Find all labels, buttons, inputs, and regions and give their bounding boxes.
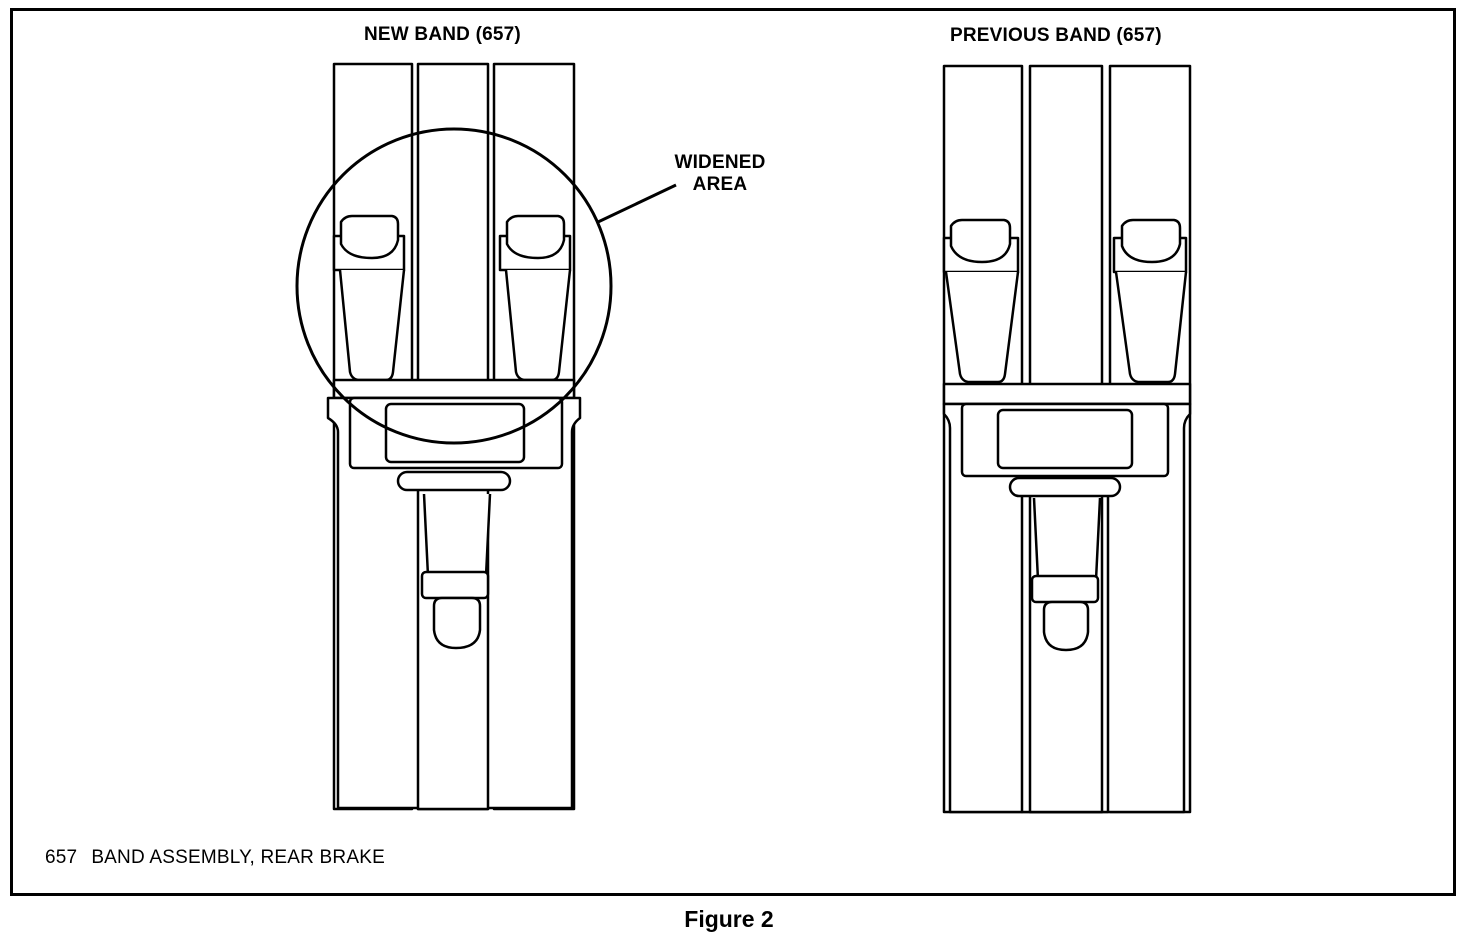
legend-part-name: BAND ASSEMBLY, REAR BRAKE [91,847,385,868]
figure-caption: Figure 2 [0,908,1472,931]
prev-band-lower-bar [1008,476,1122,498]
previous-band-drawing [942,64,1192,814]
new-band-left-lug [332,214,406,382]
prev-band-crossbar [942,382,1192,406]
prev-band-left-lug [942,218,1020,384]
new-band-plate [384,402,526,464]
callout-line-2: AREA [692,174,748,195]
prev-band-lower-lug [1030,497,1102,652]
widened-area-callout: WIDENED AREA [658,152,782,196]
new-band-drawing [295,62,677,811]
part-legend: 657 BAND ASSEMBLY, REAR BRAKE [45,848,385,867]
callout-line-1: WIDENED [674,152,766,173]
new-band-lower-lug [420,493,492,650]
callout-leader-line [597,183,677,224]
new-band-title: NEW BAND (657) [364,24,521,45]
new-band-right-lug [498,214,572,382]
new-band-lower-bar [396,470,512,492]
prev-band-plate [996,408,1134,470]
previous-band-title: PREVIOUS BAND (657) [950,25,1162,46]
new-band-crossbar [332,378,576,400]
figure-caption-text: Figure 2 [684,906,774,932]
figure-frame [10,8,1456,896]
prev-band-right-lug [1112,218,1188,384]
widened-area-circle [295,127,613,445]
legend-part-number: 657 [45,847,78,868]
